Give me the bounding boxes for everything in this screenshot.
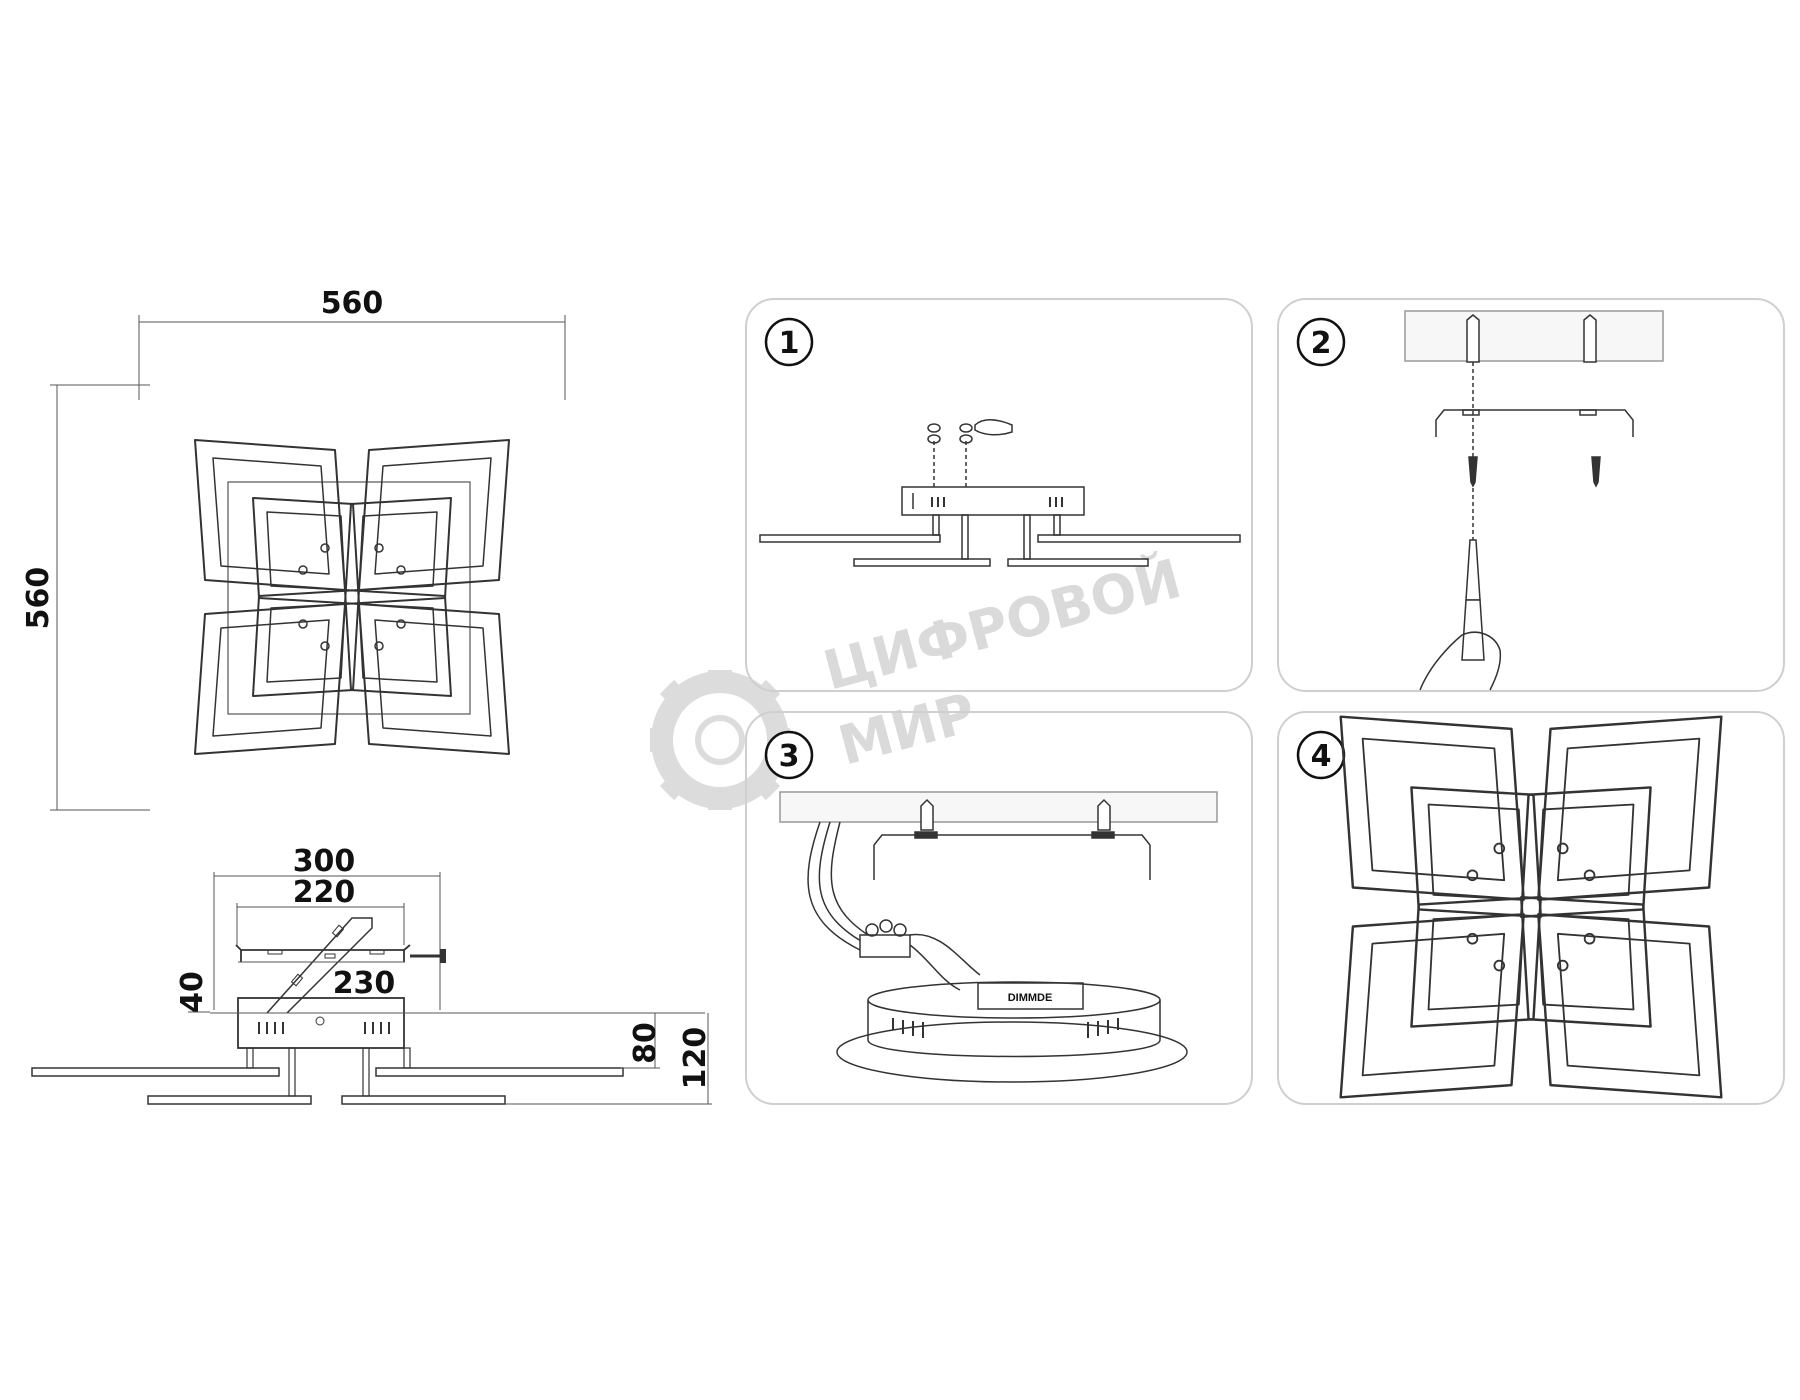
dim-bracket-total: 300 — [293, 844, 356, 879]
step-1-badge: 1 — [764, 317, 814, 367]
watermark: ЦИФРОВОЙ МИР — [650, 547, 1187, 810]
step-3-badge: 3 — [764, 730, 814, 780]
dim-body-height: 80 — [628, 1022, 663, 1064]
step-2-number: 2 — [1311, 326, 1332, 361]
wall-plug-icon — [1466, 314, 1597, 363]
step-1-panel: 1 — [745, 298, 1253, 692]
dim-mount-spacing: 230 — [333, 966, 396, 1001]
step-4-number: 4 — [1311, 739, 1332, 774]
step-1-number: 1 — [779, 326, 800, 361]
dim-top-height: 560 — [21, 567, 56, 630]
screw-icon — [410, 949, 446, 963]
step-4-badge: 4 — [1296, 730, 1346, 780]
dim-bracket-height: 40 — [175, 971, 210, 1013]
dim-bracket-inner: 220 — [293, 875, 356, 910]
step-4-drawing — [1339, 715, 1723, 1099]
step-2-badge: 2 — [1296, 317, 1346, 367]
watermark-line1: ЦИФРОВОЙ — [817, 547, 1187, 703]
side-view-drawing: 300 220 230 40 — [31, 844, 713, 1105]
dim-top-width: 560 — [321, 286, 384, 321]
step-3-number: 3 — [779, 739, 800, 774]
dim-total-height: 120 — [678, 1027, 713, 1090]
step-2-drawing — [1404, 310, 1664, 691]
step-4-panel: 4 — [1277, 711, 1785, 1105]
lamp-top-view — [194, 439, 510, 755]
top-view-drawing: 560 560 — [21, 286, 566, 811]
driver-label: DIMMDE — [1008, 992, 1053, 1004]
step-3-drawing: DIMMDE — [779, 791, 1218, 1083]
hand-icon — [1419, 631, 1502, 691]
screw-icon — [1468, 456, 1601, 488]
gear-logo-icon — [650, 670, 790, 810]
step-2-panel: 2 — [1277, 298, 1785, 692]
screwdriver-icon — [1461, 539, 1485, 661]
step-1-drawing — [759, 418, 1241, 567]
step-3-panel: 3 DIMMDE — [745, 711, 1253, 1105]
